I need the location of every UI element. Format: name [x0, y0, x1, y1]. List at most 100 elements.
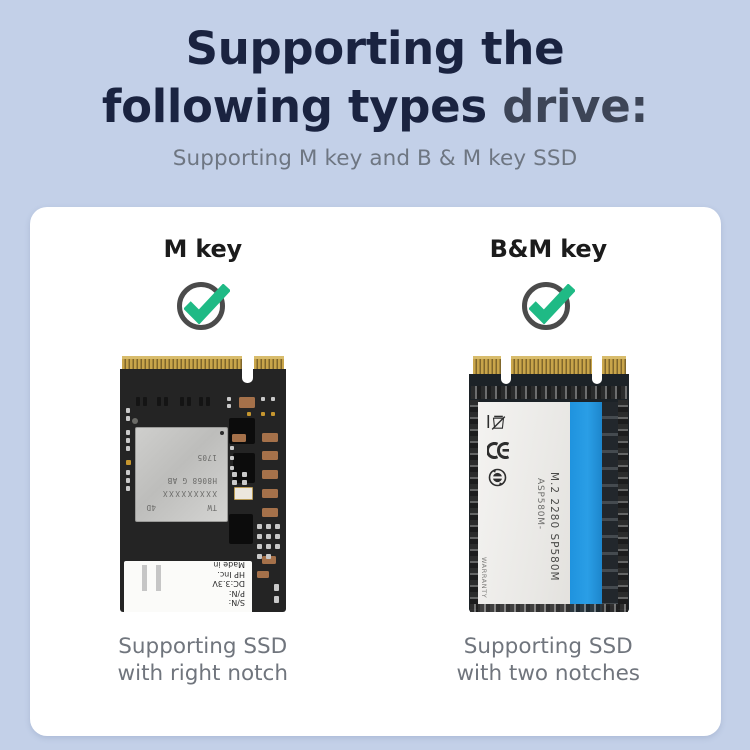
sticker-barcode-bar	[155, 565, 161, 591]
bm-key-ssd-image: M.2 2280 SP580M ASP580M- WARRANTY	[461, 356, 635, 612]
nand-flash-chip: TW 4D XXXXXXXXX H8068 G AB 1705	[134, 427, 228, 522]
smd-pad	[256, 544, 262, 549]
smd-pad	[226, 397, 231, 401]
m-key-notch	[592, 356, 603, 384]
m-key-label: M key	[163, 235, 243, 263]
smd-pad	[260, 397, 265, 401]
recycle-rohs-icon	[488, 468, 507, 491]
smd-pad	[186, 397, 191, 406]
smd-pad	[125, 438, 130, 443]
gold-fingers-left	[121, 356, 242, 373]
smd-capacitor	[261, 433, 278, 442]
pcb-shoulder-right	[251, 369, 286, 377]
chip-corner-dot	[219, 431, 224, 435]
m-key-notch	[241, 356, 253, 383]
smd-pad	[229, 446, 234, 450]
smd-pad	[229, 466, 234, 470]
bm-key-caption: Supporting SSD with two notches	[456, 633, 640, 687]
smd-capacitor	[261, 451, 278, 460]
check-tick	[529, 284, 576, 324]
sticker-line-5: Made in	[213, 561, 245, 570]
crystal-oscillator	[233, 487, 253, 500]
smd-pad	[241, 480, 247, 485]
m-key-caption-line-2: with right notch	[117, 661, 288, 687]
smd-pad	[226, 404, 231, 408]
smd-pad	[163, 397, 168, 406]
smd-pad	[125, 430, 130, 435]
finger-sheen	[602, 356, 627, 359]
smd-pad	[265, 554, 271, 559]
smd-pad	[142, 397, 147, 406]
nand-row-tw: TW 4D	[145, 503, 217, 512]
smd-capacitor	[261, 470, 278, 479]
drive-types-card: M key	[30, 207, 721, 736]
component-strip-left	[470, 400, 480, 610]
smd-pad	[198, 397, 203, 406]
smd-capacitor	[261, 508, 278, 517]
product-sticker: S/N: P/N: DC:3.3V HP Inc. Made in	[123, 561, 252, 612]
m-key-caption: Supporting SSD with right notch	[118, 633, 288, 687]
smd-pad	[231, 472, 237, 477]
label-warranty-text: WARRANTY	[480, 557, 489, 599]
smd-pad	[256, 524, 262, 529]
bm-key-caption-line-1: Supporting SSD	[463, 634, 633, 659]
sticker-barcode-bar	[141, 565, 147, 591]
smd-pad	[125, 408, 130, 413]
component-strip-right	[618, 400, 629, 610]
smd-pad	[274, 544, 280, 549]
gold-fingers-right	[253, 356, 284, 373]
smd-capacitor	[261, 489, 278, 498]
smd-pad	[265, 524, 271, 529]
ce-mark-icon	[486, 442, 511, 463]
sticker-line-1: S/N:	[228, 598, 245, 607]
title-line-1: Supporting the	[185, 22, 565, 75]
smd-pad	[260, 412, 265, 416]
smd-capacitor	[231, 434, 246, 442]
b-key-notch	[501, 356, 512, 384]
nand-row-x: XXXXXXXXX	[161, 489, 217, 499]
drive-column-m-key: M key	[30, 235, 376, 736]
smd-pad	[231, 480, 237, 485]
nand-chip-markings: TW 4D XXXXXXXXX H8068 G AB 1705	[136, 428, 227, 521]
check-ring	[522, 282, 571, 330]
finger-sheen	[473, 356, 502, 359]
check-ring	[176, 282, 225, 330]
bm-key-label: B&M key	[489, 235, 608, 263]
label-sub-text: ASP580M-	[535, 478, 546, 530]
gold-fingers-segment-3	[602, 356, 627, 374]
check-tick	[183, 284, 230, 324]
smd-pad	[241, 472, 247, 477]
drive-column-bm-key: B&M key	[376, 235, 722, 736]
smd-capacitor	[261, 556, 276, 564]
nand-row-date: 1705	[196, 453, 217, 462]
controller-block	[232, 453, 255, 483]
check-circle-icon	[175, 280, 231, 336]
smd-pad	[273, 584, 279, 591]
smd-pad	[246, 412, 251, 416]
sticker-line-2: P/N:	[228, 588, 245, 598]
smd-pad	[256, 554, 262, 559]
smd-pad	[229, 456, 234, 460]
smd-pad	[125, 470, 130, 475]
gold-fingers-segment-2	[511, 356, 593, 374]
smd-pad	[274, 534, 280, 539]
drive-columns: M key	[30, 207, 721, 736]
via-ring	[131, 418, 138, 424]
smd-pad	[273, 596, 279, 603]
smd-pad	[125, 486, 130, 491]
smd-capacitor	[256, 571, 269, 578]
smd-pad	[270, 397, 275, 401]
smd-pad	[205, 397, 210, 406]
pcb-shoulder-left	[119, 369, 242, 377]
label-blue-stripe	[570, 402, 603, 612]
weee-crossed-bin-icon	[487, 414, 507, 436]
smd-capacitor	[238, 397, 255, 408]
smd-pad	[156, 397, 161, 406]
m-key-ssd-image: TW 4D XXXXXXXXX H8068 G AB 1705	[114, 356, 292, 612]
check-circle-icon	[520, 280, 576, 336]
finger-sheen	[511, 356, 593, 359]
smd-pad	[125, 416, 130, 421]
page-title: Supporting the following types drive:	[0, 0, 750, 135]
sticker-line-4: HP Inc.	[216, 569, 245, 579]
smd-pad	[274, 524, 280, 529]
